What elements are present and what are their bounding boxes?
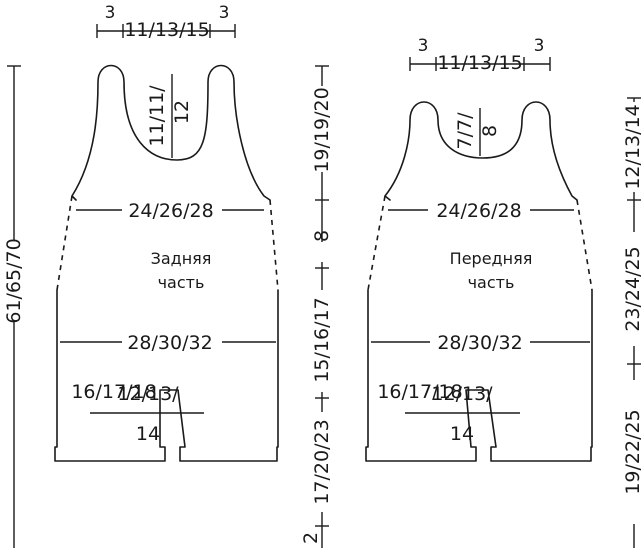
- front-leg-label-line1: 12/13/: [431, 383, 493, 405]
- back-neck-depth-line2: 12: [171, 100, 193, 124]
- front-neck-depth-line2: 8: [479, 125, 501, 137]
- front-crotch-label: 16/17/18: [377, 381, 462, 403]
- front-vertical-scale: 12/13/14 23/24/25 19/22/25: [622, 97, 644, 548]
- back-title-line1: Задняя: [151, 249, 212, 268]
- back-neck-width-label: 11/13/15: [124, 19, 209, 41]
- back-lower-outline: [54, 289, 279, 462]
- back-title-line2: часть: [158, 273, 205, 292]
- back-neck-depth: 11/11/ 12: [146, 74, 193, 158]
- front-right-strap-label: 3: [534, 36, 545, 56]
- front-title-line1: Передняя: [450, 249, 533, 268]
- back-hip-dimension: 28/30/32: [60, 332, 276, 354]
- front-side-dashed-left: [367, 195, 386, 291]
- back-upper-height: 8: [311, 230, 333, 242]
- back-side-dashed-right: [269, 199, 279, 291]
- total-height-dimension: 61/65/70: [3, 65, 25, 548]
- front-neck-width-label: 11/13/15: [437, 52, 522, 74]
- back-vertical-scale: 19/19/20 8 15/16/17 17/20/23 2: [300, 65, 333, 548]
- front-left-strap-label: 3: [418, 36, 429, 56]
- back-hip-label: 28/30/32: [127, 332, 212, 354]
- back-neck-depth-line1: 11/11/: [146, 85, 168, 147]
- front-neck-depth-line1: 7/7/: [454, 112, 476, 150]
- front-hip-label: 28/30/32: [437, 332, 522, 354]
- front-title-line2: часть: [468, 273, 515, 292]
- total-height-label: 61/65/70: [3, 238, 25, 323]
- back-piece-outline: [71, 64, 271, 201]
- front-neck-depth: 7/7/ 8: [454, 108, 501, 156]
- front-leg-height: 19/22/25: [622, 409, 644, 494]
- front-chest-label: 24/26/28: [436, 200, 521, 222]
- front-leg-dimension: 12/13/ 14: [405, 383, 520, 445]
- back-chest-label: 24/26/28: [128, 200, 213, 222]
- back-right-strap-label: 3: [219, 3, 230, 23]
- front-body-height: 23/24/25: [622, 246, 644, 331]
- front-chest-dimension: 24/26/28: [388, 200, 574, 222]
- front-leg-label-line2: 14: [450, 423, 474, 445]
- front-hip-dimension: 28/30/32: [371, 332, 590, 354]
- back-body-height: 15/16/17: [311, 297, 333, 382]
- back-leg-label-line1: 12/13/: [117, 383, 179, 405]
- back-side-dashed-left: [56, 195, 73, 291]
- front-side-dashed-right: [576, 199, 593, 291]
- back-left-strap-label: 3: [105, 3, 116, 23]
- back-crotch-label: 16/17/18: [71, 381, 156, 403]
- back-piece: 3 11/13/15 3 11/11/ 12 24/26/28 Задняя ч…: [54, 3, 279, 462]
- front-piece-outline: [384, 101, 578, 201]
- back-leg-dimension: 12/13/ 14: [90, 383, 204, 445]
- back-leg-height: 17/20/23: [311, 419, 333, 504]
- back-armhole-height: 19/19/20: [311, 87, 333, 172]
- front-piece: 3 11/13/15 3 7/7/ 8 24/26/28 Передняя ча…: [365, 36, 593, 462]
- front-top-dimension: 3 11/13/15 3: [409, 36, 551, 74]
- front-armhole-height: 12/13/14: [622, 104, 644, 189]
- back-chest-dimension: 24/26/28: [76, 200, 264, 222]
- back-top-dimension: 3 11/13/15 3: [96, 3, 236, 41]
- back-leg-label-line2: 14: [136, 423, 160, 445]
- front-lower-outline: [365, 289, 593, 462]
- back-hem-height: 2: [300, 532, 322, 544]
